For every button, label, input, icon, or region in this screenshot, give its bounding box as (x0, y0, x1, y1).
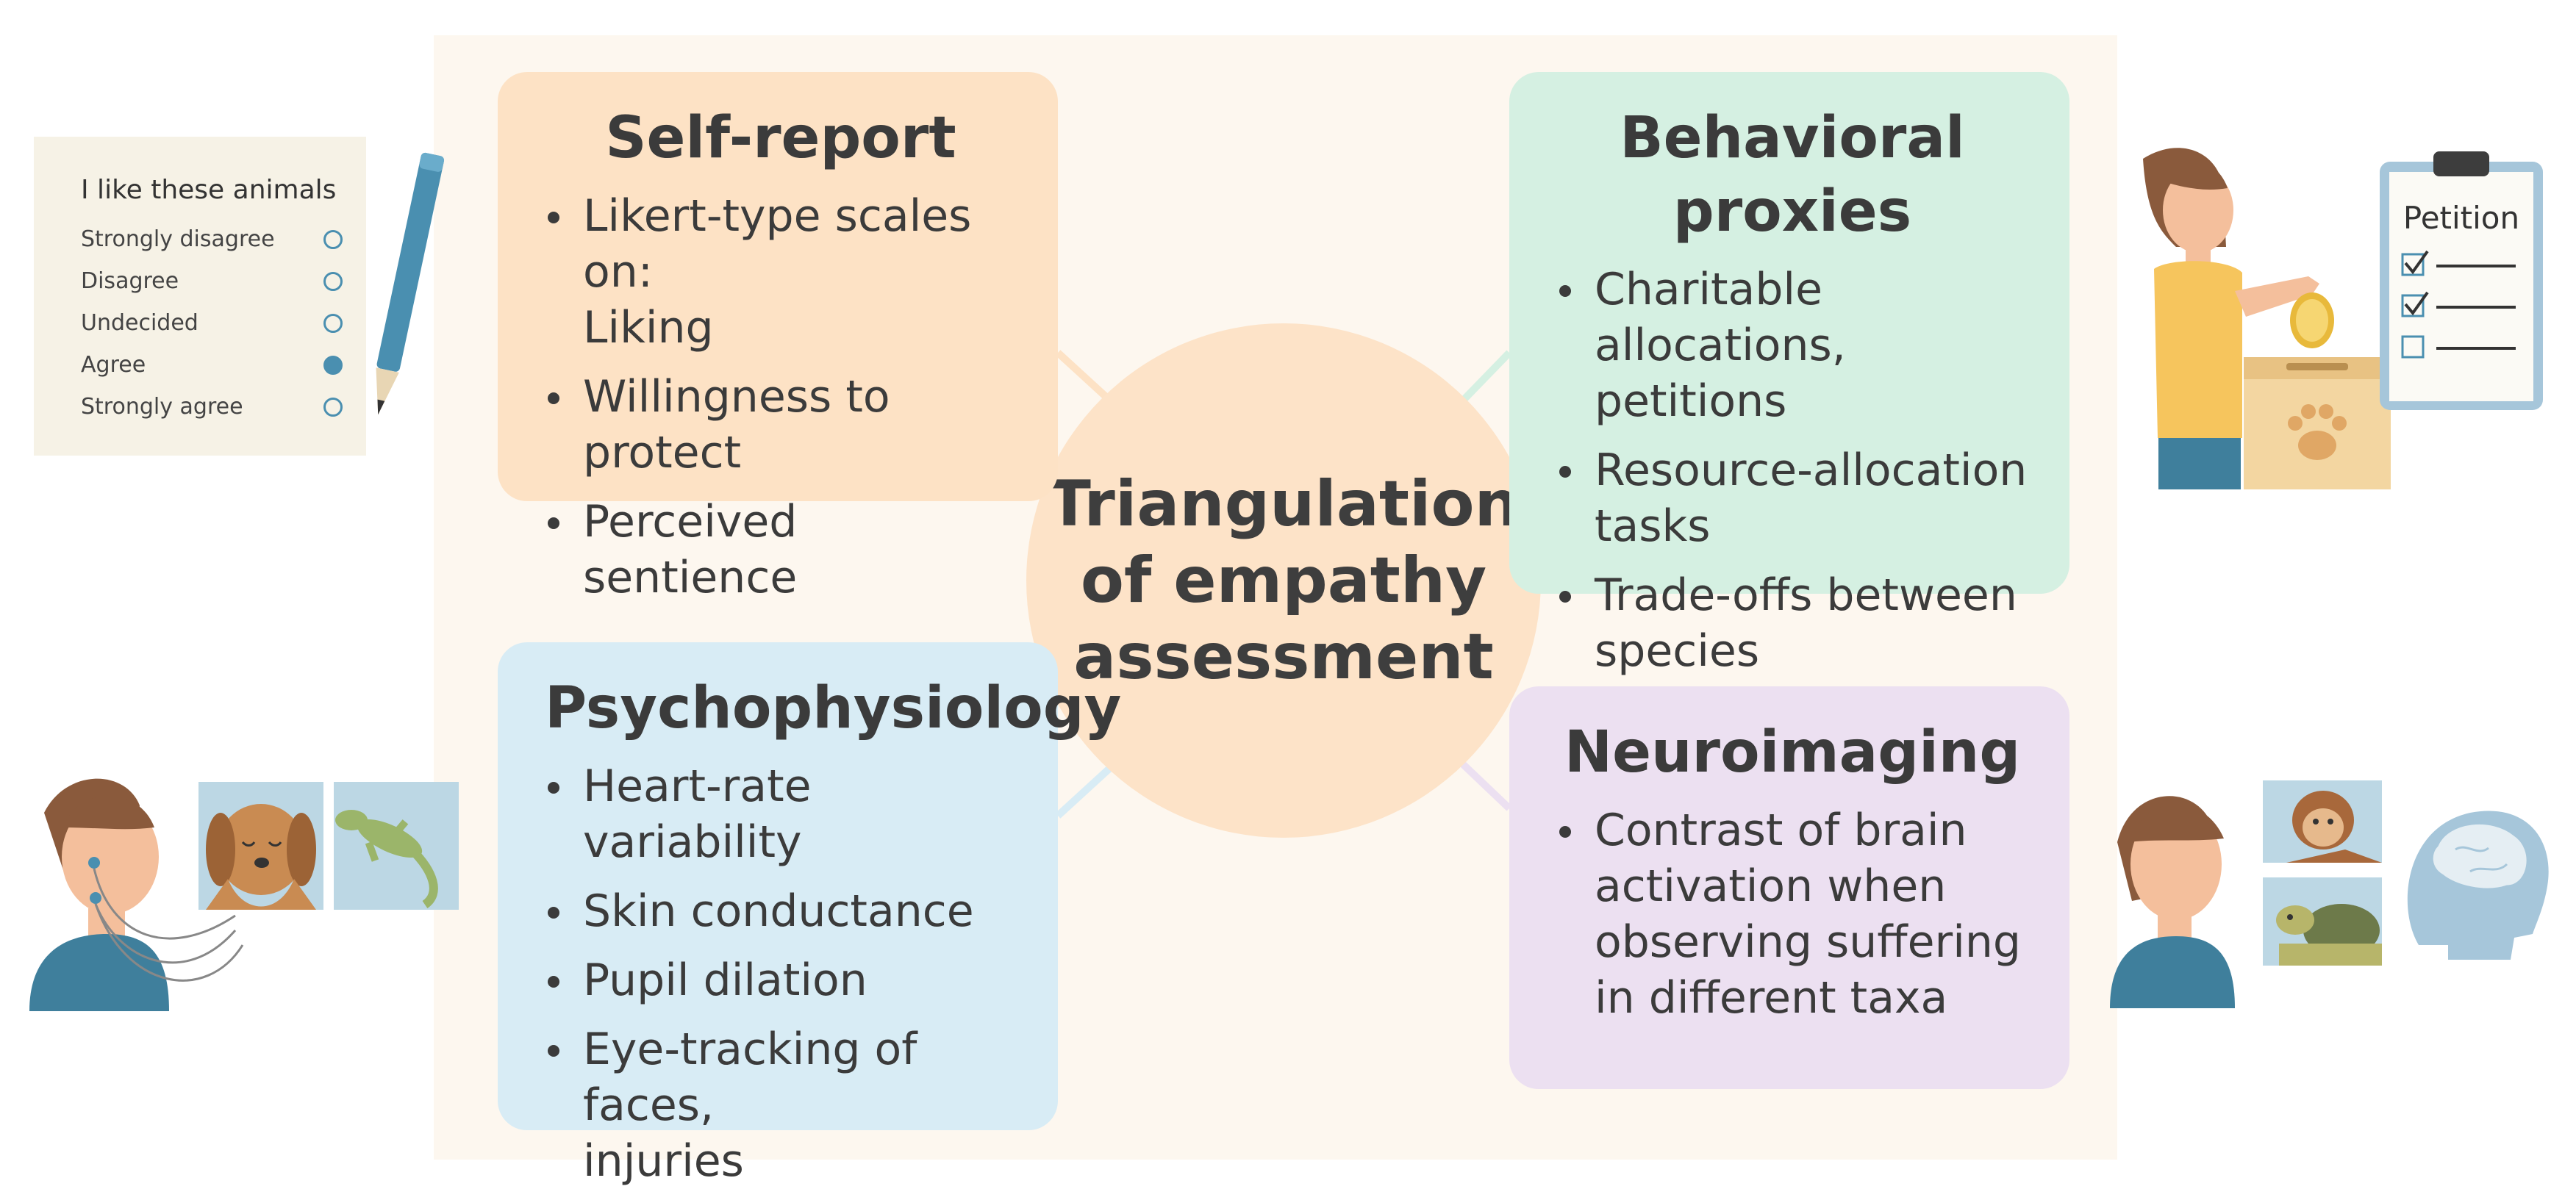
radio-button (323, 314, 343, 333)
neuroimaging-card: Neuroimaging Contrast of brain activatio… (1509, 686, 2069, 1089)
survey-option-label: Strongly agree (81, 394, 243, 420)
clipboard-icon (2380, 151, 2543, 410)
monkey-icon (2286, 791, 2382, 863)
radio-button-selected (323, 356, 343, 375)
survey-option: Agree (81, 344, 366, 386)
person-donating-icon (2143, 148, 2319, 489)
dog-icon (206, 804, 316, 910)
survey-option: Strongly agree (81, 386, 366, 428)
connector-behavioral (1460, 350, 1512, 403)
list-item: Resource-allocation tasks (1556, 442, 2028, 554)
psychophysiology-card: Psychophysiology Heart-rate variability … (498, 642, 1122, 1187)
radio-button (323, 398, 343, 417)
behavioral-proxies-card: Behavioral proxies Charitable allocation… (1509, 72, 2069, 677)
central-hub: Triangulation of empathy assessment (1026, 323, 1541, 838)
central-title: Triangulation of empathy assessment (1048, 467, 1520, 694)
donation-illustration (2143, 148, 2543, 489)
behavioral-list: Charitable allocations, petitions Resour… (1556, 262, 2028, 679)
connector-psychophysiology (1055, 765, 1113, 819)
list-item: Trade-offs between species (1556, 567, 2028, 679)
coin-icon (2290, 292, 2334, 348)
card-title-behavioral: Behavioral proxies (1620, 105, 1965, 245)
lizard-icon (335, 810, 438, 908)
connector-self-report (1055, 350, 1113, 403)
donation-box-icon (2244, 357, 2391, 489)
list-item: Eye-tracking of faces, injuries (545, 1021, 1017, 1189)
list-item: Charitable allocations, petitions (1556, 262, 2028, 429)
list-item: Skin conductance (545, 883, 1017, 939)
neuroimaging-list: Contrast of brain activation when observ… (1556, 802, 2028, 1026)
survey-form: I like these animals Strongly disagree D… (34, 137, 366, 456)
psychophysiology-illustration (29, 778, 459, 1011)
radio-button (323, 230, 343, 249)
list-item: Likert-type scales on: Liking (545, 188, 1017, 356)
self-report-card: Self-report Likert-type scales on: Likin… (498, 72, 1058, 603)
survey-option: Strongly disagree (81, 218, 366, 260)
survey-option: Undecided (81, 302, 366, 344)
list-item: Willingness to protect (545, 369, 1017, 481)
petition-title: Petition (2403, 200, 2520, 236)
survey-question: I like these animals (81, 175, 337, 205)
survey-option-label: Undecided (81, 310, 198, 336)
checkbox-icon (2401, 253, 2425, 359)
person-with-electrodes-icon (29, 778, 244, 1011)
survey-option-label: Disagree (81, 268, 179, 294)
list-item: Heart-rate variability (545, 758, 1017, 870)
list-item: Perceived sentience (545, 494, 1017, 606)
survey-option: Disagree (81, 260, 366, 302)
psychophysiology-list: Heart-rate variability Skin conductance … (545, 758, 1017, 1189)
card-title-neuroimaging: Neuroimaging (1564, 719, 2021, 786)
radio-button (323, 272, 343, 291)
neuroimaging-illustration (2110, 780, 2549, 1008)
list-item: Pupil dilation (545, 952, 1017, 1008)
survey-option-label: Strongly disagree (81, 226, 275, 252)
self-report-list: Likert-type scales on: Liking Willingnes… (545, 188, 1017, 606)
card-title-self-report: Self-report (605, 105, 956, 171)
connector-neuroimaging (1460, 761, 1512, 811)
pencil-icon (376, 152, 445, 415)
person-viewing-icon (2110, 796, 2235, 1008)
brain-head-icon (2407, 811, 2549, 960)
card-title-psychophysiology: Psychophysiology (545, 675, 1122, 741)
turtle-icon (2276, 904, 2382, 966)
survey-option-label: Agree (81, 352, 146, 378)
list-item: Contrast of brain activation when observ… (1556, 802, 2028, 1026)
paw-icon (2288, 404, 2347, 460)
